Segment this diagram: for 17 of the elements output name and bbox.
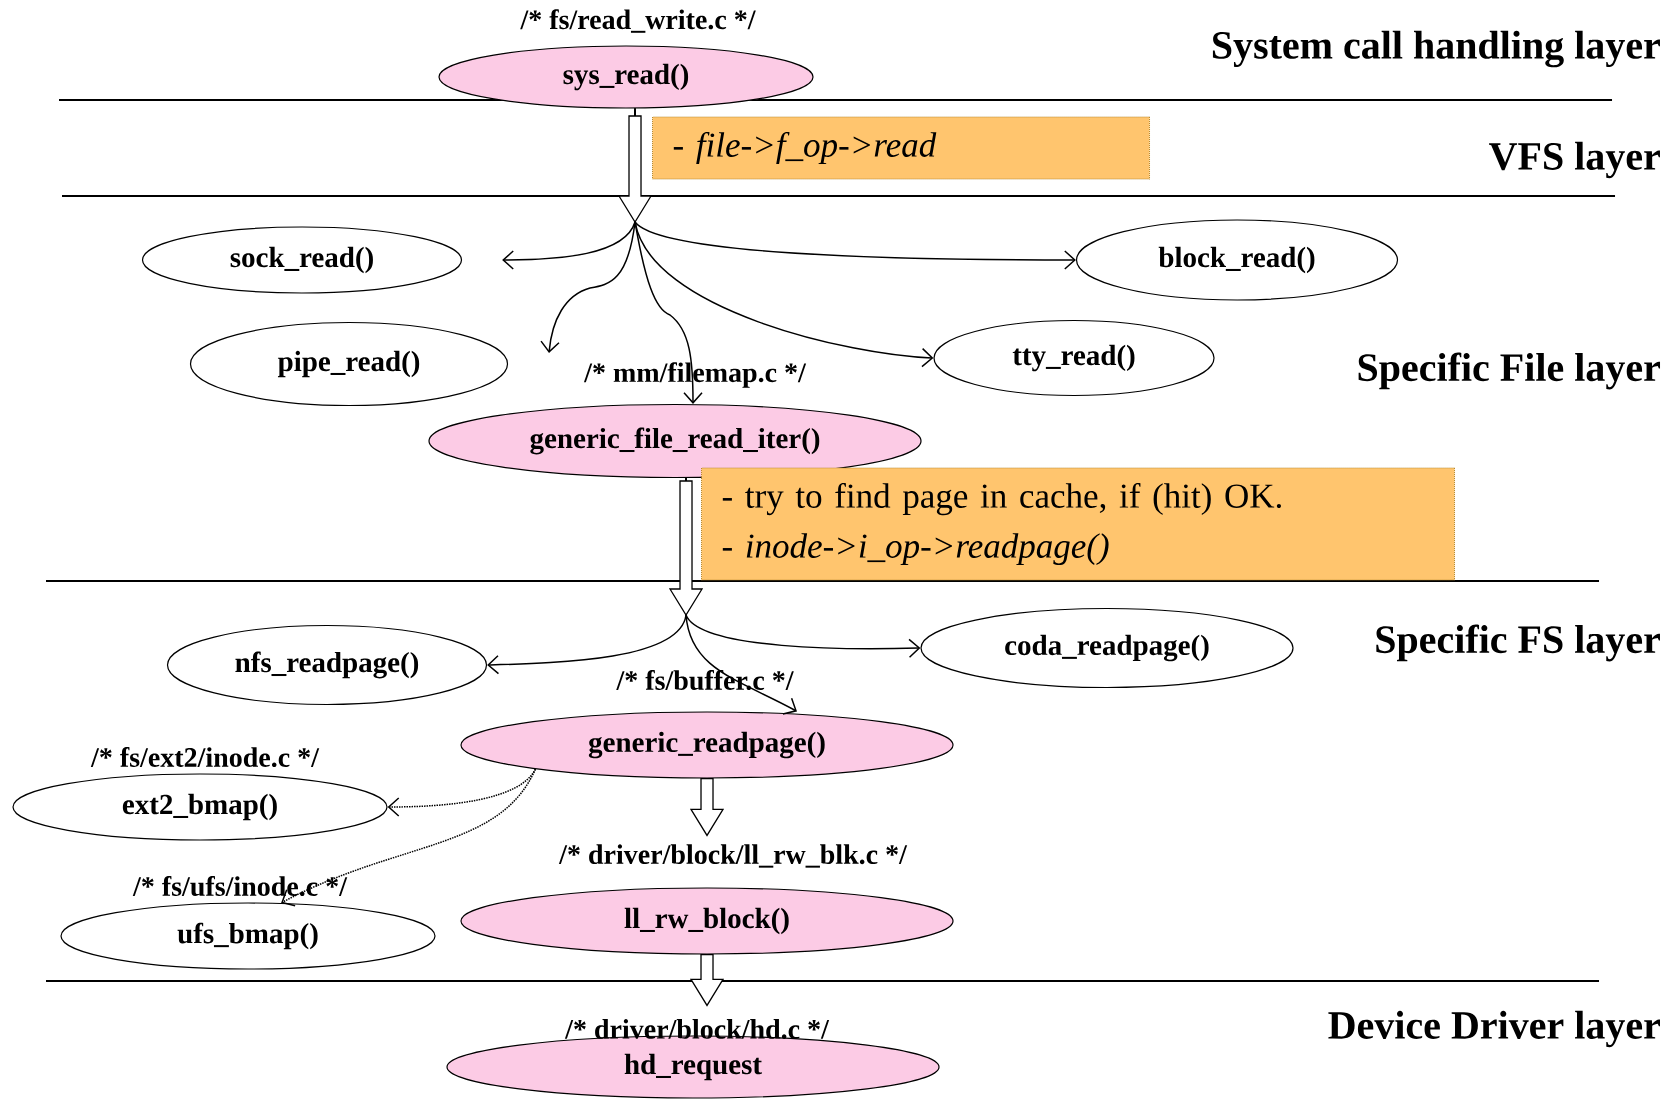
layer-label: Device Driver layer [1328,1010,1660,1048]
layer-label: VFS layer [1489,141,1660,179]
layer-label: Specific File layer [1358,352,1660,390]
note-box: - try to find page in cache, if (hit) OK. - inode->i_op->readpage() [701,467,1455,581]
hollow-arrow [689,777,725,837]
note-box: - file->f_op->read [652,116,1150,180]
file-comment: /* fs/read_write.c */ [520,9,756,33]
layer-label: System call handling layer [1212,30,1660,68]
hollow-arrow [617,115,653,224]
arrow [281,768,537,907]
hollow-arrow [689,953,725,1007]
arrow [387,768,537,817]
file-comment: /* driver/block/ll_rw_blk.c */ [558,844,908,868]
file-comment: /* fs/ufs/inode.c */ [132,875,348,897]
file-comment: /* fs/ext2/inode.c */ [90,746,320,768]
layer-label: Specific FS layer [1376,624,1660,662]
hollow-arrow [668,480,704,617]
